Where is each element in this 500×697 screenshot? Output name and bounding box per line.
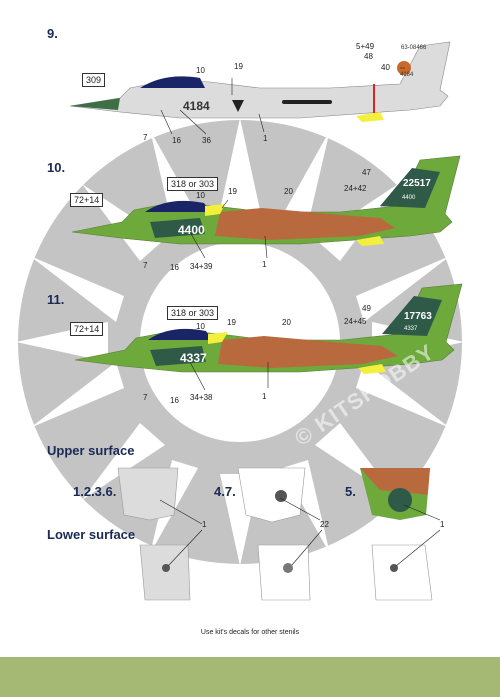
callout: 19 <box>227 318 236 327</box>
serial-11: 4337 <box>180 351 207 365</box>
callout: 16 <box>170 263 179 272</box>
callout: 47 <box>362 168 371 177</box>
callout-box: 318 or 303 <box>167 177 219 191</box>
callout: 19 <box>228 187 237 196</box>
group-label-3: 5. <box>345 484 356 499</box>
callout: 1 <box>202 520 207 529</box>
serial-9: 4184 <box>183 99 210 113</box>
tail-small-10: 4400 <box>402 195 416 201</box>
callout: 10 <box>196 191 205 200</box>
tail-serial-11: 17763 <box>404 311 432 322</box>
lower-surface-panels <box>139 544 433 601</box>
callout: 34+38 <box>190 393 213 402</box>
callout: 16 <box>170 396 179 405</box>
callout: 20 <box>284 187 293 196</box>
tail-serial-9: 63-08466 <box>401 45 427 51</box>
callout: 7 <box>143 133 148 142</box>
lower-surface-heading: Lower surface <box>47 527 136 542</box>
callout: 7 <box>143 261 148 270</box>
callout: 34+39 <box>190 262 213 271</box>
profile-number-10: 10. <box>47 160 66 175</box>
aircraft-profile-9: 4184 <box>69 41 451 122</box>
callout-box: 72+14 <box>70 322 104 336</box>
aircraft-profile-10: 4400 <box>71 155 461 246</box>
leader-lines <box>159 67 441 567</box>
tail-small-9: 4184 <box>400 72 414 78</box>
group-label-1: 1.2.3.6. <box>73 484 117 499</box>
callout: 20 <box>282 318 291 327</box>
callout: 24+45 <box>344 317 367 326</box>
callout: 22 <box>320 520 329 529</box>
tail-small-11: 4337 <box>404 326 418 332</box>
callout: 1 <box>262 392 267 401</box>
callout-box: 318 or 303 <box>167 306 219 320</box>
callout: 24+42 <box>344 184 367 193</box>
footer-bar <box>0 657 500 697</box>
callout: 1 <box>262 260 267 269</box>
profile-number-9: 9. <box>47 26 58 41</box>
callout: 1 <box>263 134 268 143</box>
profile-number-11: 11. <box>47 292 65 307</box>
callout: 7 <box>143 393 148 402</box>
aircraft-profile-11: 4337 <box>74 283 463 374</box>
callout: 48 <box>364 52 373 61</box>
callout: 10 <box>196 66 205 75</box>
callout-box: 72+14 <box>70 193 104 207</box>
callout-box: 309 <box>82 73 106 87</box>
callout: 1 <box>440 520 445 529</box>
callout: 19 <box>234 62 243 71</box>
callout: 16 <box>172 136 181 145</box>
footnote: Use kit's decals for other stenils <box>200 629 300 636</box>
callout: 5+49 <box>356 42 375 51</box>
callout: 49 <box>362 304 371 313</box>
serial-10: 4400 <box>178 223 205 237</box>
callout: 10 <box>196 322 205 331</box>
callout: 36 <box>202 136 211 145</box>
callout: 40 <box>381 63 390 72</box>
group-label-2: 4.7. <box>214 484 236 499</box>
tail-serial-10: 22517 <box>403 178 431 189</box>
upper-surface-heading: Upper surface <box>47 443 135 458</box>
